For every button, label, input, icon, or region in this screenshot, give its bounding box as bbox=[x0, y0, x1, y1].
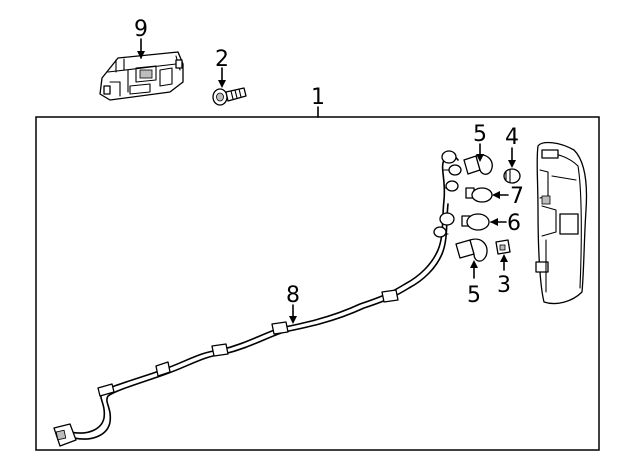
bulb-icon bbox=[455, 238, 488, 262]
callout-4: 4 bbox=[505, 125, 519, 150]
connector-icon bbox=[53, 423, 77, 447]
bulb-socket-icon bbox=[495, 239, 511, 255]
callout-5-bottom: 5 bbox=[467, 283, 481, 308]
callout-2: 2 bbox=[215, 47, 229, 72]
screw-icon bbox=[212, 87, 247, 106]
wiring-harness-icon bbox=[69, 152, 459, 440]
assembly-frame bbox=[35, 116, 600, 451]
bulb-socket-icon bbox=[433, 150, 462, 238]
callout-8: 8 bbox=[286, 283, 300, 308]
tail-lamp-housing-icon bbox=[535, 141, 588, 305]
wedge-bulb-icon bbox=[503, 168, 521, 184]
callout-7: 7 bbox=[510, 184, 524, 209]
bulb-icon bbox=[465, 187, 493, 203]
callout-9: 9 bbox=[134, 17, 148, 42]
callout-6: 6 bbox=[507, 211, 521, 236]
callout-1: 1 bbox=[311, 85, 325, 110]
control-module-icon bbox=[99, 51, 184, 101]
callout-3: 3 bbox=[497, 273, 511, 298]
callout-5-top: 5 bbox=[473, 122, 487, 147]
bulb-icon bbox=[461, 213, 490, 231]
